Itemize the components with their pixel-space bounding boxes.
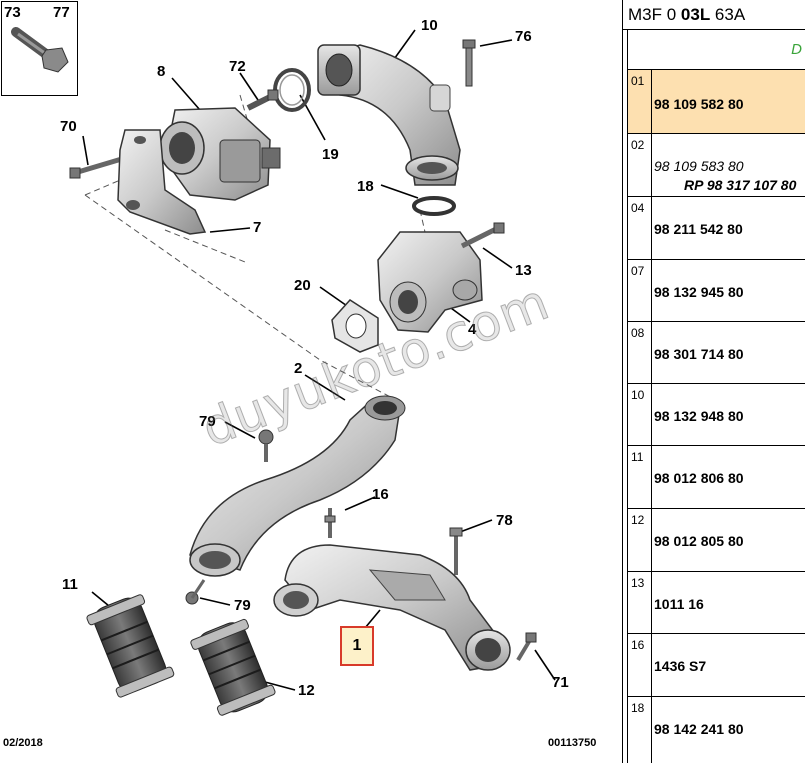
callout-78[interactable]: 78 [496, 512, 513, 529]
row-index: 13 [628, 572, 652, 633]
panel-header: M3F 0 03L 63A [623, 0, 805, 30]
exploded-view-drawing [69, 29, 556, 716]
parts-row-12[interactable]: 12 98 012 805 80 [627, 509, 805, 572]
inset-bolt-detail [1, 1, 78, 96]
callout-12[interactable]: 12 [298, 682, 315, 699]
callout-4[interactable]: 4 [468, 321, 477, 338]
parts-row-08[interactable]: 08 98 301 714 80 [627, 322, 805, 384]
part-11-hose [86, 594, 175, 698]
parts-row-04[interactable]: 04 98 211 542 80 [627, 197, 805, 260]
part-7-bracket [117, 129, 207, 235]
footer-drawing-number: 00113750 [548, 737, 597, 749]
row-index: 01 [628, 70, 652, 133]
row-index: 08 [628, 322, 652, 383]
part-replacement-reference: RP 98 317 107 80 [684, 177, 797, 193]
callout-11[interactable]: 11 [62, 576, 78, 593]
part-reference: 98 012 806 80 [654, 470, 744, 486]
part-12-hose [190, 618, 276, 716]
parts-row-02[interactable]: 02 98 109 583 80 RP 98 317 107 80 [627, 134, 805, 197]
row-index: 16 [628, 634, 652, 696]
callout-19[interactable]: 19 [322, 146, 339, 163]
parts-row-16[interactable]: 16 1436 S7 [627, 634, 805, 697]
callout-16[interactable]: 16 [372, 486, 389, 503]
parts-reference-panel: M3F 0 03L 63A D 01 98 109 582 80 02 98 1… [622, 0, 805, 763]
part-79-screws [185, 429, 274, 605]
part-8-throttle-body [159, 107, 281, 201]
header-prefix: M3F 0 [628, 5, 681, 24]
row-index: 02 [628, 134, 652, 196]
part-reference: 98 109 583 80 [654, 158, 744, 174]
part-reference: 98 109 582 80 [654, 96, 744, 112]
panel-subheader: D [627, 30, 805, 70]
row-index: 10 [628, 384, 652, 445]
callout-72[interactable]: 72 [229, 58, 246, 75]
callout-1-highlighted[interactable]: 1 [340, 626, 374, 666]
part-78-stud [449, 527, 463, 575]
part-76-bolt [462, 39, 476, 87]
callout-79-lower[interactable]: 79 [234, 597, 251, 614]
part-19-gasket [273, 68, 311, 112]
callout-76[interactable]: 76 [515, 28, 532, 45]
callout-18[interactable]: 18 [357, 178, 374, 195]
part-4-housing [377, 231, 483, 333]
part-16-stud [324, 508, 336, 538]
part-2-long-pipe [189, 395, 406, 577]
callout-10[interactable]: 10 [421, 17, 438, 34]
callout-70[interactable]: 70 [60, 118, 77, 135]
part-13-bolt [460, 222, 505, 249]
callout-77[interactable]: 77 [53, 4, 70, 21]
row-index: 11 [628, 446, 652, 508]
callout-79-upper[interactable]: 79 [199, 413, 216, 430]
part-reference: 98 211 542 80 [654, 221, 743, 237]
part-20-gasket [331, 299, 379, 353]
part-70-bolt [69, 155, 126, 179]
parts-row-18[interactable]: 18 98 142 241 80 [627, 697, 805, 763]
part-reference: 98 301 714 80 [654, 346, 744, 362]
header-bold: 03L [680, 5, 711, 24]
callout-71[interactable]: 71 [552, 674, 569, 691]
callout-2[interactable]: 2 [294, 360, 303, 377]
part-18-o-ring [412, 196, 456, 216]
callout-7[interactable]: 7 [253, 219, 262, 236]
parts-row-01[interactable]: 01 98 109 582 80 [627, 70, 805, 134]
row-index: 12 [628, 509, 652, 571]
part-reference: 1436 S7 [654, 658, 707, 674]
bolt-detail-drawing [11, 27, 69, 73]
callout-73[interactable]: 73 [4, 4, 21, 21]
parts-diagram: 73 77 10 76 8 72 70 19 18 7 13 20 4 2 79… [1, 1, 597, 749]
leader-lines [82, 29, 556, 691]
part-1-lower-duct [273, 544, 511, 671]
part-reference: 98 132 948 80 [654, 408, 744, 424]
row-index: 04 [628, 197, 652, 259]
parts-row-13[interactable]: 13 1011 16 [627, 572, 805, 634]
parts-row-07[interactable]: 07 98 132 945 80 [627, 260, 805, 322]
part-reference: 98 142 241 80 [654, 721, 744, 737]
row-index: 07 [628, 260, 652, 321]
callout-8[interactable]: 8 [157, 63, 166, 80]
part-72-bolt [246, 89, 279, 111]
part-reference: 98 132 945 80 [654, 284, 744, 300]
callout-20[interactable]: 20 [294, 277, 311, 294]
parts-row-10[interactable]: 10 98 132 948 80 [627, 384, 805, 446]
footer-date: 02/2018 [3, 737, 43, 749]
row-index: 18 [628, 697, 652, 763]
header-suffix: 63A [710, 5, 746, 24]
part-reference: 98 012 805 80 [654, 533, 744, 549]
part-71-bolt [516, 632, 537, 662]
part-10-upper-pipe [317, 44, 461, 186]
callout-13[interactable]: 13 [515, 262, 532, 279]
part-reference: 1011 16 [654, 596, 704, 612]
parts-row-11[interactable]: 11 98 012 806 80 [627, 446, 805, 509]
